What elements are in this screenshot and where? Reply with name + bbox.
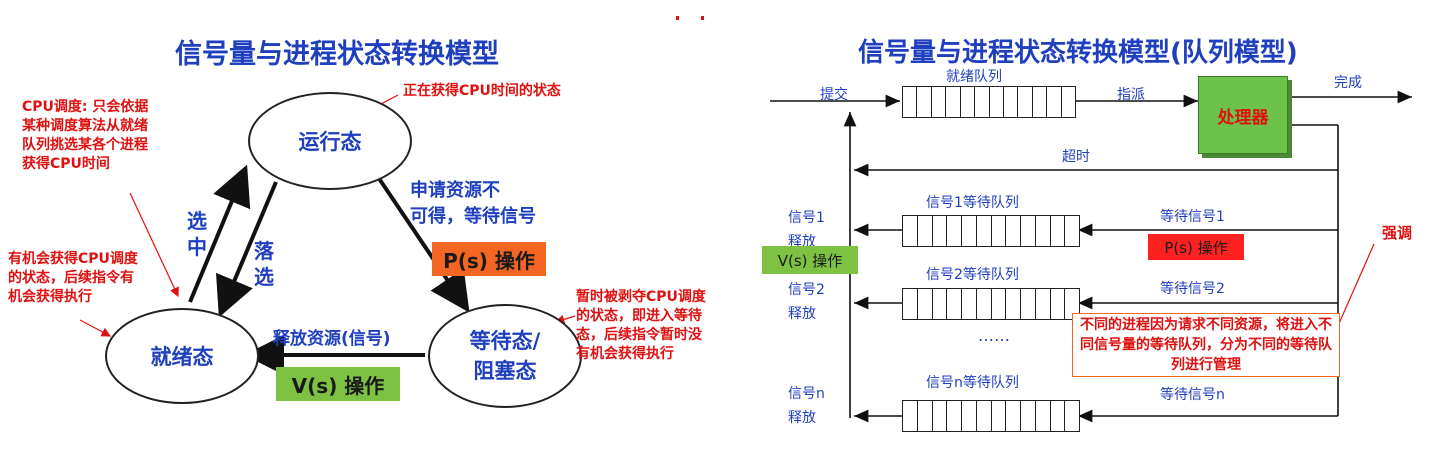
arrow-request bbox=[374, 172, 470, 313]
label-request: 申请资源不可得，等待信号 bbox=[410, 180, 536, 227]
left-arrows bbox=[79, 94, 576, 375]
emphasis-note: 不同的进程因为请求不同资源，将进入不同信号量的等待队列，分为不同的等待队列进行管… bbox=[1072, 313, 1340, 377]
p-operation-right: P(s) 操作 bbox=[1148, 234, 1244, 260]
ready-queue bbox=[902, 86, 1076, 118]
left-title: 信号量与进程状态转换模型 bbox=[175, 39, 499, 70]
queuen-wait: 等待信号n bbox=[1160, 387, 1225, 403]
emphasis-label: 强调 bbox=[1382, 224, 1413, 242]
p-operation: P(s) 操作 bbox=[432, 242, 546, 276]
label-dispatch: 指派 bbox=[1117, 87, 1145, 103]
processor-box: 处理器 bbox=[1198, 76, 1288, 154]
queue2-label: 信号2等待队列 bbox=[926, 267, 1019, 283]
state-running: 运行态 bbox=[248, 92, 412, 190]
label-timeout: 超时 bbox=[1062, 149, 1090, 165]
label-drop: 落选 bbox=[254, 239, 274, 289]
note-waiting: 暂时被剥夺CPU调度的状态，即进入等待态，后续指令暂时没有机会获得执行 bbox=[576, 289, 706, 362]
queuen bbox=[902, 400, 1080, 432]
queue1-wait: 等待信号1 bbox=[1160, 209, 1225, 225]
red-mark bbox=[676, 16, 704, 20]
queue2-wait: 等待信号2 bbox=[1160, 281, 1225, 297]
v-operation-right: V(s) 操作 bbox=[762, 246, 858, 274]
queue1 bbox=[902, 215, 1080, 247]
right-title: 信号量与进程状态转换模型(队列模型) bbox=[858, 38, 1298, 68]
state-ready: 就绪态 bbox=[105, 308, 259, 404]
label-release: 释放资源(信号) bbox=[273, 329, 391, 349]
queuen-label: 信号n等待队列 bbox=[926, 375, 1019, 391]
label-select: 选中 bbox=[187, 209, 207, 259]
label-ready-queue: 就绪队列 bbox=[946, 69, 1002, 85]
label-done: 完成 bbox=[1334, 75, 1362, 91]
note-running: 正在获得CPU时间的状态 bbox=[403, 83, 561, 99]
queue1-label: 信号1等待队列 bbox=[926, 195, 1019, 211]
v-operation: V(s) 操作 bbox=[276, 367, 400, 401]
arrow-select bbox=[188, 164, 251, 303]
right-lines bbox=[770, 90, 1412, 423]
left-diagram: 信号量与进程状态转换模型 运行态 就绪态 等待态/ 阻塞态 选中 落选 申请资源… bbox=[8, 16, 706, 408]
note-cpu-scheduling: CPU调度: 只会依据某种调度算法从就绪队列挑选某各个进程获得CPU时间 bbox=[22, 99, 149, 172]
right-diagram: 信号量与进程状态转换模型(队列模型) 提交 就绪队列 指派 完成 超时 处理器 … bbox=[762, 0, 1440, 465]
queue2 bbox=[902, 288, 1080, 320]
note-ready: 有机会获得CPU调度的状态，后续指令有机会获得执行 bbox=[8, 251, 138, 305]
label-submit: 提交 bbox=[820, 87, 848, 103]
ellipsis: …… bbox=[978, 326, 1010, 345]
arrow-drop bbox=[216, 181, 278, 318]
state-waiting: 等待态/ 阻塞态 bbox=[428, 304, 582, 408]
